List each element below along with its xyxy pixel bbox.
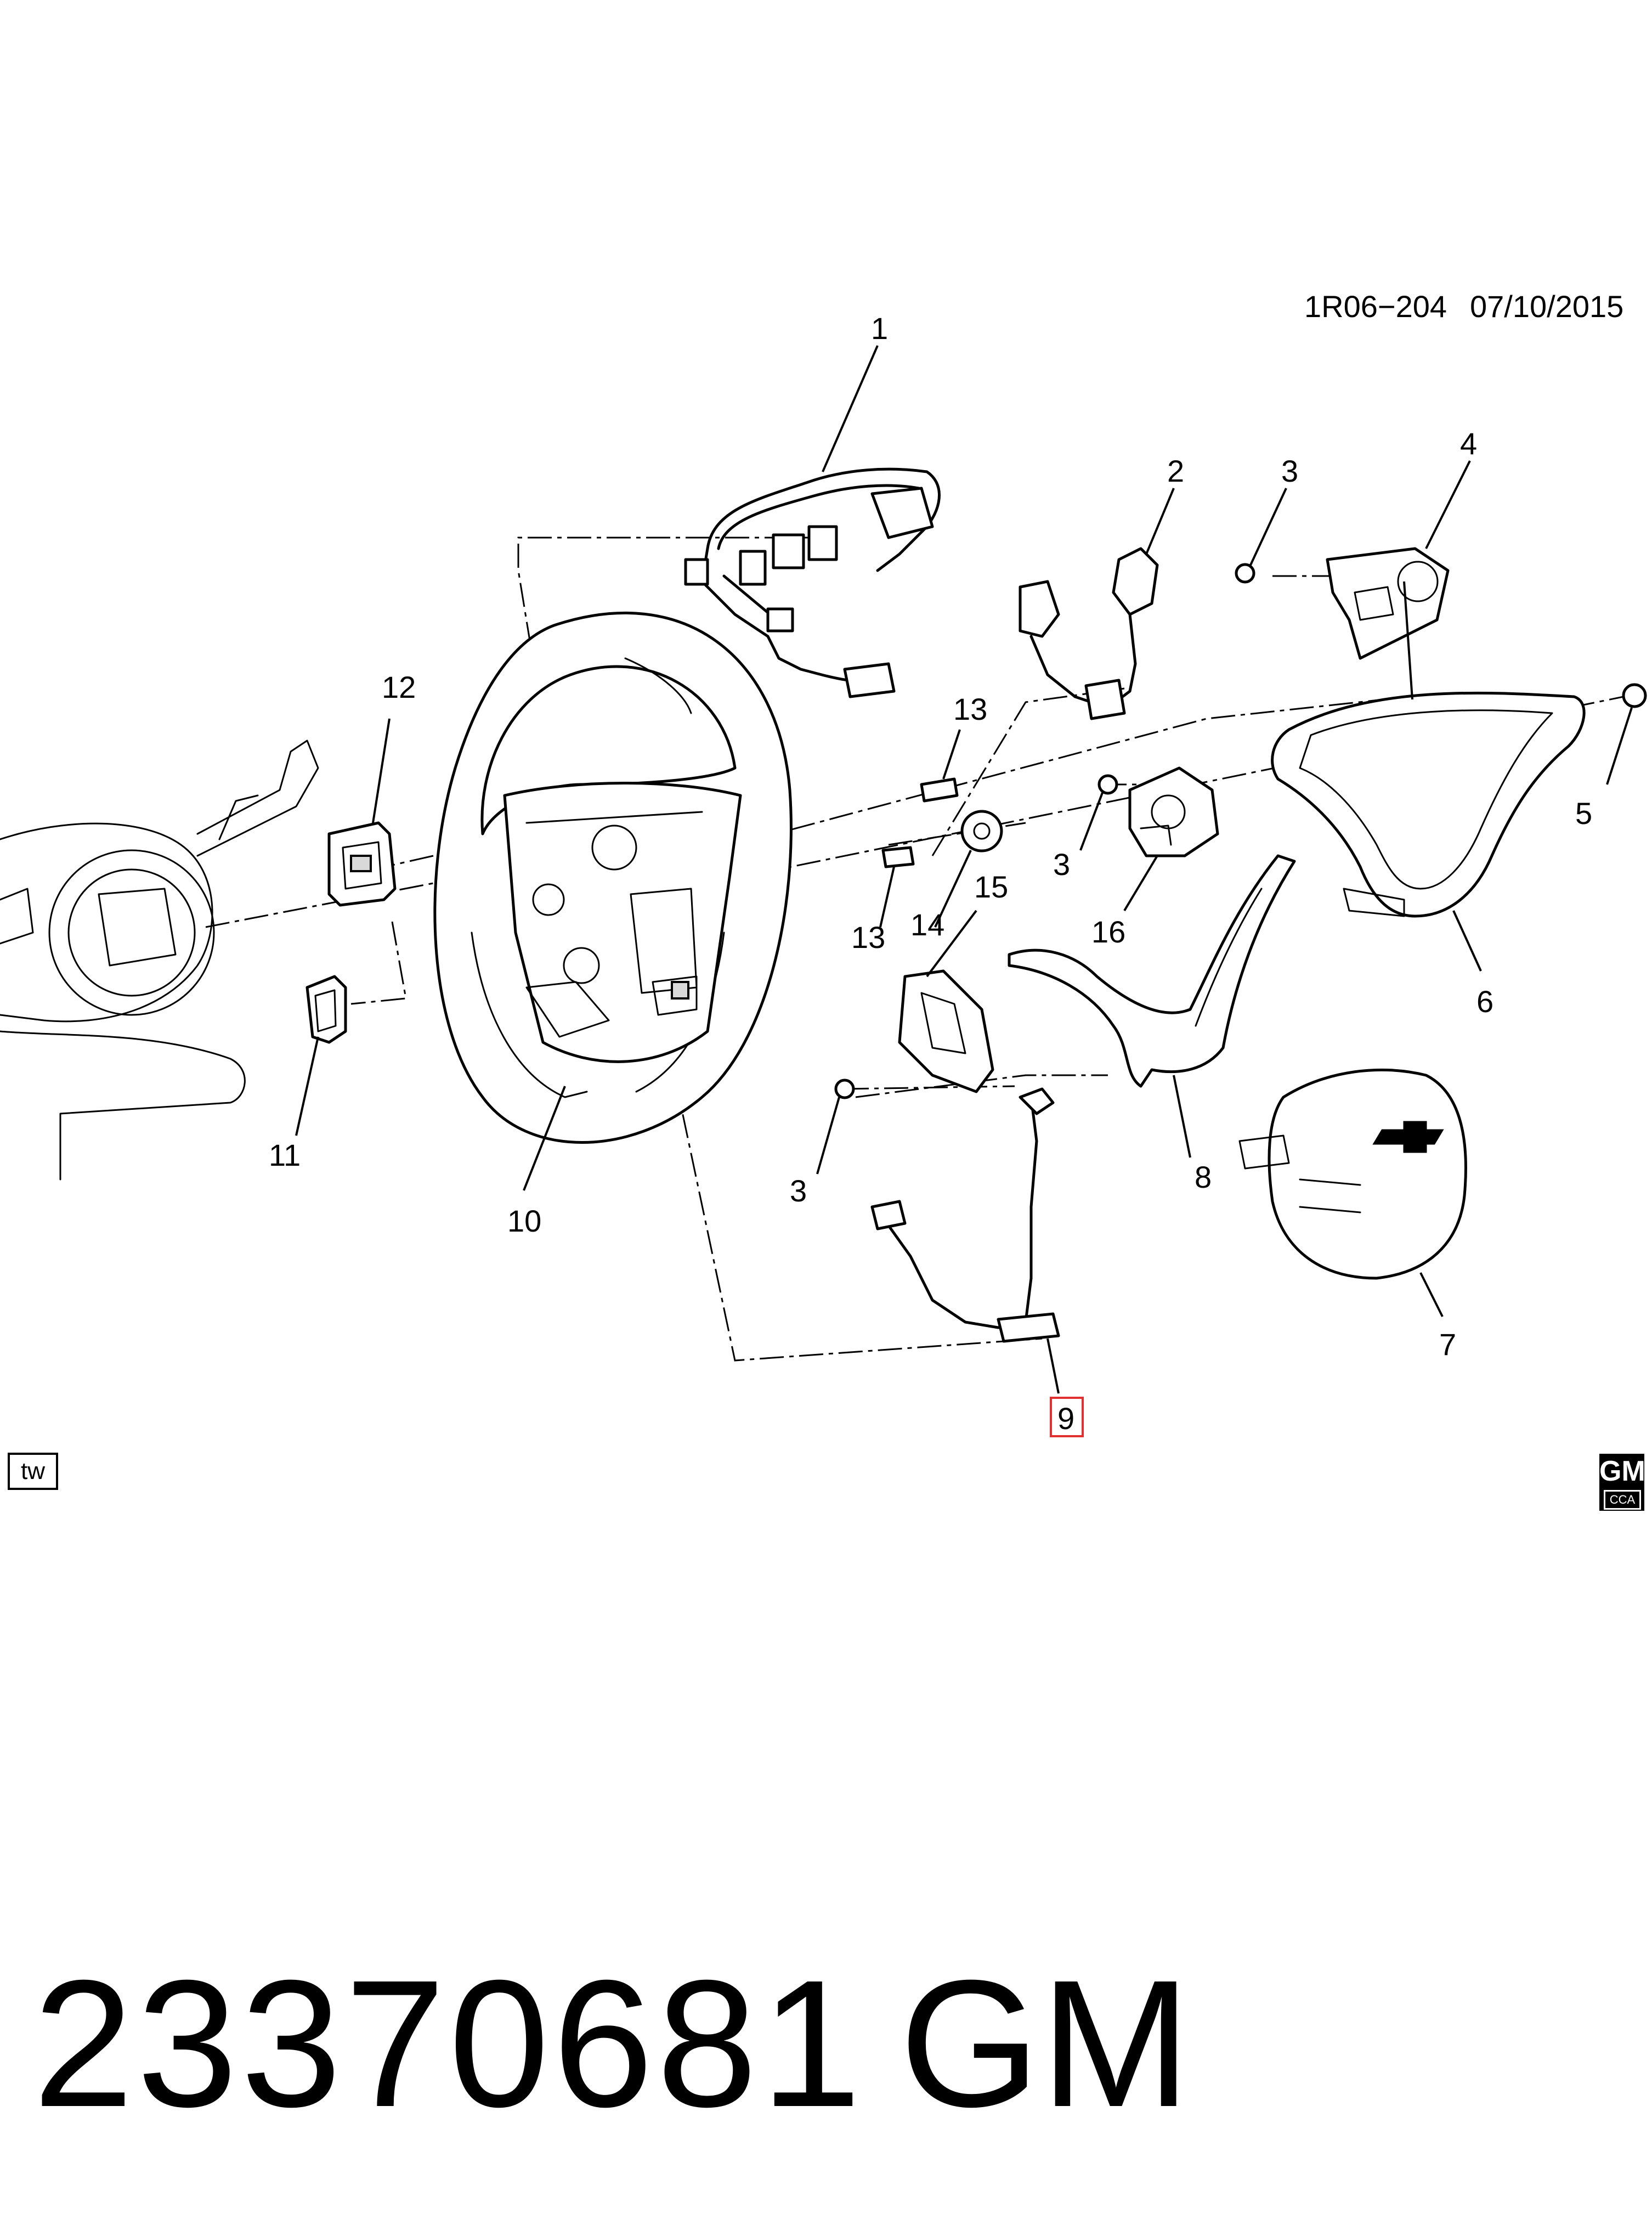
- part-1-wiring-harness: [684, 467, 941, 698]
- part-2-switch-harness: [1019, 547, 1159, 720]
- callout-5: 5: [1575, 796, 1592, 831]
- diagram-code: 1R06−204: [1304, 289, 1447, 324]
- cca-logo-text: CCA: [1604, 1490, 1641, 1510]
- fasteners: [834, 563, 1647, 1099]
- callout-12: 12: [382, 670, 416, 704]
- part-number: 23370681: [33, 1942, 865, 2144]
- chevrolet-bowtie-logo: [1372, 1121, 1444, 1153]
- part-9-wiring-harness: [870, 1087, 1060, 1343]
- part-16-control-switch: [1128, 766, 1219, 857]
- gm-cca-logo: GM CCA: [1599, 1454, 1645, 1511]
- callout-9-highlight: [1050, 1397, 1084, 1437]
- callout-10: 10: [507, 1204, 541, 1238]
- callout-8: 8: [1195, 1160, 1212, 1194]
- callout-4: 4: [1460, 426, 1477, 461]
- screw-3-top: [1235, 563, 1255, 584]
- part-4-control-switch: [1326, 547, 1450, 660]
- bolt-14: [960, 810, 1003, 853]
- bolt-13-low: [881, 846, 915, 868]
- part-7-airbag: [1238, 1068, 1467, 1280]
- steering-column-switch: [0, 739, 319, 1181]
- part-15-control-switch: [898, 969, 994, 1093]
- screw-3-low: [834, 1079, 855, 1099]
- callout-16: 16: [1091, 914, 1125, 949]
- assembly-lines: [205, 537, 1624, 1362]
- callout-3-low: 3: [790, 1173, 807, 1208]
- callout-6: 6: [1476, 984, 1493, 1019]
- brand-label: GM: [899, 1942, 1191, 2144]
- gm-logo-text: GM: [1599, 1455, 1645, 1487]
- callout-3-top: 3: [1281, 454, 1298, 488]
- callout-11: 11: [269, 1138, 301, 1172]
- callout-14: 14: [910, 907, 944, 942]
- screw-3-mid: [1097, 774, 1118, 795]
- part-10-steering-wheel: [433, 611, 793, 1144]
- tw-badge: tw: [8, 1453, 58, 1490]
- screw-5: [1622, 683, 1647, 708]
- part-11-switch: [305, 975, 347, 1044]
- callouts: 1 2 3 4 5 6 7 8 9 10 11 12 13 14 15 16 3…: [269, 311, 1592, 1437]
- bolt-13-top: [920, 777, 959, 803]
- callout-2: 2: [1167, 454, 1184, 488]
- callout-3-mid: 3: [1053, 847, 1070, 882]
- callout-1: 1: [871, 311, 888, 346]
- callout-13-low: 13: [851, 920, 885, 955]
- part-12-switch-module: [327, 821, 397, 907]
- diagram-date: 07/10/2015: [1470, 289, 1623, 324]
- callout-9: 9: [1057, 1401, 1074, 1436]
- part-8-lower-trim: [1008, 854, 1296, 1088]
- callout-15: 15: [974, 870, 1008, 904]
- callout-13-top: 13: [953, 692, 987, 726]
- leader-lines: [295, 345, 1633, 1394]
- callout-7: 7: [1439, 1327, 1456, 1362]
- part-6-bezel: [1271, 691, 1586, 918]
